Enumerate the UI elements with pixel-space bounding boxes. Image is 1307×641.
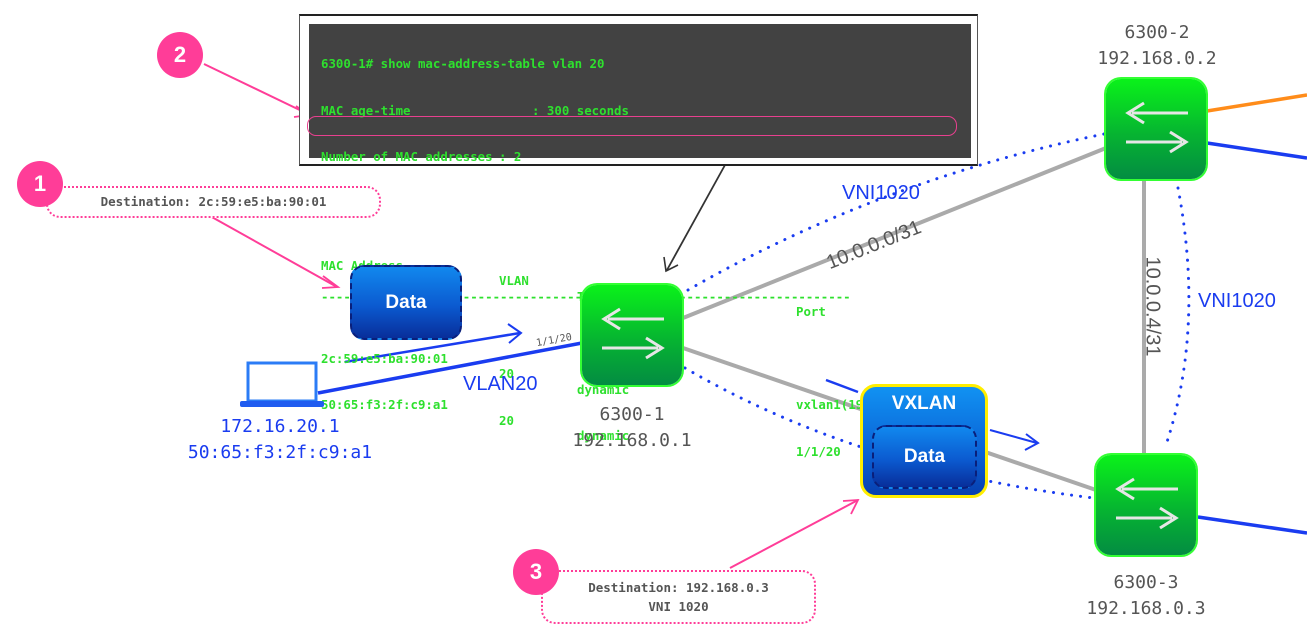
row-port: 1/1/20 [796, 443, 841, 459]
header-port: Port [796, 304, 826, 319]
subnet-sw2-sw3-label: 10.0.0.4/31 [1141, 256, 1164, 357]
switch-6300-1[interactable] [582, 285, 682, 385]
laptop-icon [240, 361, 324, 407]
vxlan-inner-data-label: Data [903, 446, 946, 467]
vni-tunnel-sw2-sw3 [1163, 186, 1191, 450]
switch-6300-1-name: 6300-1 [599, 404, 665, 425]
vlan20-label: VLAN20 [463, 373, 538, 395]
switch-arrows-icon [1125, 101, 1189, 154]
link-host-sw1 [317, 341, 583, 395]
age-time-value: : 300 seconds [532, 102, 629, 118]
switch-6300-2-name: 6300-2 [1124, 22, 1190, 43]
host-mac: 50:65:f3:2f:c9:a1 [187, 442, 373, 463]
age-time-label: MAC age-time [321, 102, 411, 118]
link-sw3-blue-uplink [1197, 515, 1307, 535]
switch-6300-1-ip: 192.168.0.1 [572, 430, 692, 451]
host-ip: 172.16.20.1 [220, 416, 340, 437]
table-row: 50:65:f3:2f:c9:a1 20 dynamic 1/1/20 [315, 382, 965, 459]
highlighted-row-ring [307, 116, 957, 136]
switch-6300-1-label: 6300-1 192.168.0.1 [532, 402, 732, 454]
switch-arrows-icon [601, 307, 665, 360]
switch-6300-3-label: 6300-3 192.168.0.3 [1046, 570, 1246, 622]
host-label: 172.16.20.1 50:65:f3:2f:c9:a1 [150, 414, 410, 466]
flow-arrow-host-to-sw1 [344, 323, 523, 364]
switch-6300-3-name: 6300-3 [1113, 572, 1179, 593]
callout-1-pointer [209, 215, 341, 289]
row-vlan: 20 [499, 366, 514, 381]
link-sw1-sw2 [682, 146, 1107, 320]
terminal-output: 6300-1# show mac-address-table vlan 20 M… [309, 24, 971, 459]
flow-arrow-vxlan-out [825, 378, 1040, 451]
callout-3-line-1: Destination: 192.168.0.3 [588, 580, 769, 595]
data-packet: Data [350, 265, 462, 340]
callout-2-badge: 2 [157, 32, 203, 78]
row-vlan: 20 [499, 412, 514, 428]
vni-sw1-sw2-label: VNI1020 [842, 182, 920, 204]
callout-1-text: Destination: 2c:59:e5:ba:90:01 [100, 194, 327, 209]
switch-6300-3[interactable] [1096, 455, 1196, 555]
callout-1-badge: 1 [17, 161, 63, 207]
callout-3-badge: 3 [513, 549, 559, 595]
row-type: dynamic [577, 381, 630, 397]
mac-count-label: Number of MAC addresses [321, 149, 493, 164]
switch-6300-2-label: 6300-2 192.168.0.2 [1057, 20, 1257, 72]
vni-sw2-sw3-label: VNI1020 [1198, 290, 1276, 312]
callout-3-number: 3 [529, 559, 543, 584]
data-packet-label: Data [385, 291, 427, 313]
callout-1-number: 1 [33, 171, 47, 196]
vxlan-packet: VXLAN Data [860, 384, 988, 498]
row-type: dynamic [577, 428, 630, 443]
callout-3-box: Destination: 192.168.0.3 VNI 1020 [541, 570, 816, 624]
link-sw2-orange-uplink [1206, 93, 1307, 113]
switch-arrows-icon [1115, 477, 1179, 530]
row-mac: 2c:59:e5:ba:90:01 [321, 350, 448, 366]
terminal-command: 6300-1# show mac-address-table vlan 20 [321, 56, 605, 71]
row-mac: 50:65:f3:2f:c9:a1 [321, 397, 448, 412]
terminal-window: 6300-1# show mac-address-table vlan 20 M… [299, 14, 978, 459]
vxlan-label: VXLAN [891, 393, 957, 414]
switch-6300-3-ip: 192.168.0.3 [1086, 598, 1206, 619]
switch-6300-2-ip: 192.168.0.2 [1097, 48, 1217, 69]
header-vlan: VLAN [499, 273, 529, 288]
link-sw2-blue-uplink [1206, 141, 1307, 160]
callout-3-pointer [729, 498, 860, 569]
callout-1-box: Destination: 2c:59:e5:ba:90:01 [46, 186, 381, 218]
callout-3-line-2: VNI 1020 [648, 599, 709, 614]
terminal-pointer [663, 164, 726, 273]
vni-tunnel-sw1-sw3 [683, 366, 1096, 500]
vxlan-inner-data: Data [872, 425, 977, 489]
switch-6300-2[interactable] [1106, 79, 1206, 179]
callout-2-pointer [203, 63, 312, 118]
mac-count-value: : 2 [499, 149, 522, 164]
callout-2-number: 2 [173, 42, 187, 67]
